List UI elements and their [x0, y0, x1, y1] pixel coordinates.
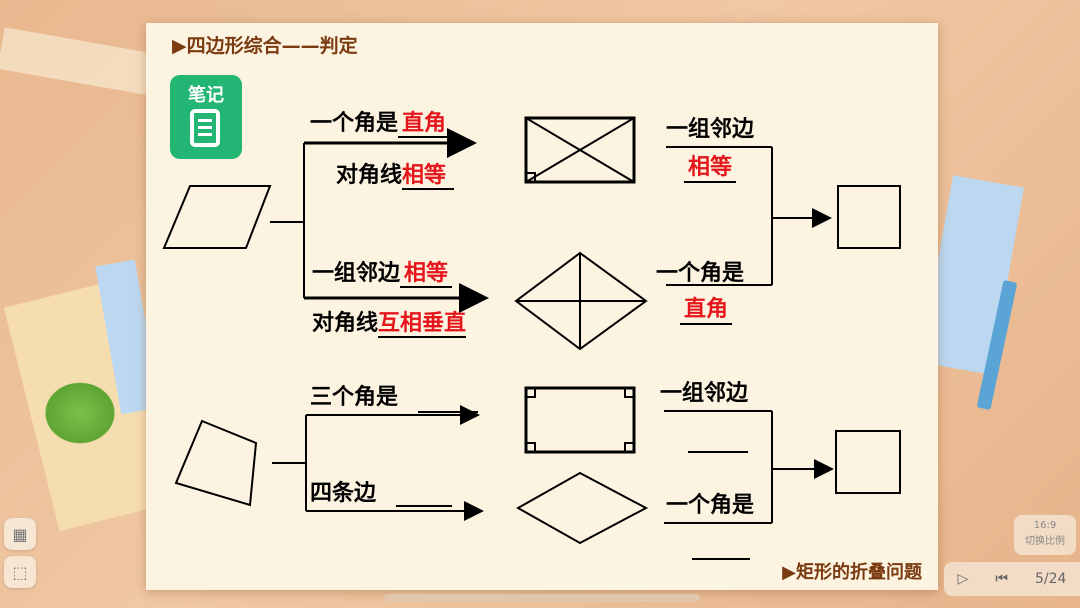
sq2-from-rect-blank[interactable] [688, 451, 748, 453]
sq2-from-rhombus-label: 一个角是 [666, 493, 754, 519]
leaf-decoration [40, 378, 120, 448]
rect-diag-label: 对角线相等 [336, 163, 454, 189]
notebook-icon [190, 109, 220, 147]
note-label: 笔记 [170, 81, 242, 107]
sq2-from-rhombus-blank[interactable] [692, 558, 750, 560]
page-indicator: 5/24 [1035, 571, 1066, 587]
sq2-from-rect-label: 一组邻边 [660, 381, 748, 407]
grid-icon[interactable]: ▦ [4, 518, 36, 550]
square-outline-shape [836, 431, 900, 493]
parallelogram-shape [164, 186, 270, 248]
ratio-value: 16:9 [1014, 518, 1076, 534]
diagram-lines [146, 23, 938, 590]
quad-angles-blank[interactable] [418, 411, 478, 413]
quad-angles-label: 三个角是 [310, 385, 398, 411]
quadrilateral-shape [176, 421, 256, 505]
ruler-decoration [0, 27, 153, 94]
rectangle-right-angles-shape [526, 388, 634, 452]
rhombus-adj-label: 一组邻边相等 [312, 261, 452, 287]
play-icon[interactable]: ▷ [958, 571, 969, 587]
ratio-label: 切换比例 [1014, 534, 1076, 550]
pointer-icon[interactable]: ⬚ [4, 556, 36, 588]
notes-button[interactable]: 笔记 [170, 75, 242, 159]
page-navigator: ▷ ⏮ 5/24 [944, 562, 1080, 596]
slide-canvas: ▶四边形综合——判定 笔记 一个角是直角 对角线相等 一组邻边相等 对角线互相垂… [146, 23, 938, 590]
sq-from-rect-answer: 相等 [684, 155, 736, 183]
next-topic-link[interactable]: ▶矩形的折叠问题 [782, 558, 922, 584]
slide-title: ▶四边形综合——判定 [172, 31, 358, 58]
sq-from-rhombus-label: 一个角是 [656, 261, 744, 287]
sq-from-rhombus-answer: 直角 [680, 297, 732, 325]
aspect-ratio-button[interactable]: 16:9 切换比例 [1014, 515, 1076, 555]
rect-angle-label: 一个角是直角 [310, 111, 450, 137]
quad-sides-blank[interactable] [396, 505, 452, 507]
quad-sides-label: 四条边 [310, 481, 376, 507]
sq-from-rect-label: 一组邻边 [666, 117, 754, 143]
square-shape [838, 186, 900, 248]
horizontal-scrollbar[interactable] [384, 594, 700, 602]
rhombus-plain-shape [518, 473, 646, 543]
rhombus-diag-label: 对角线互相垂直 [312, 311, 466, 337]
prev-icon[interactable]: ⏮ [995, 571, 1008, 587]
